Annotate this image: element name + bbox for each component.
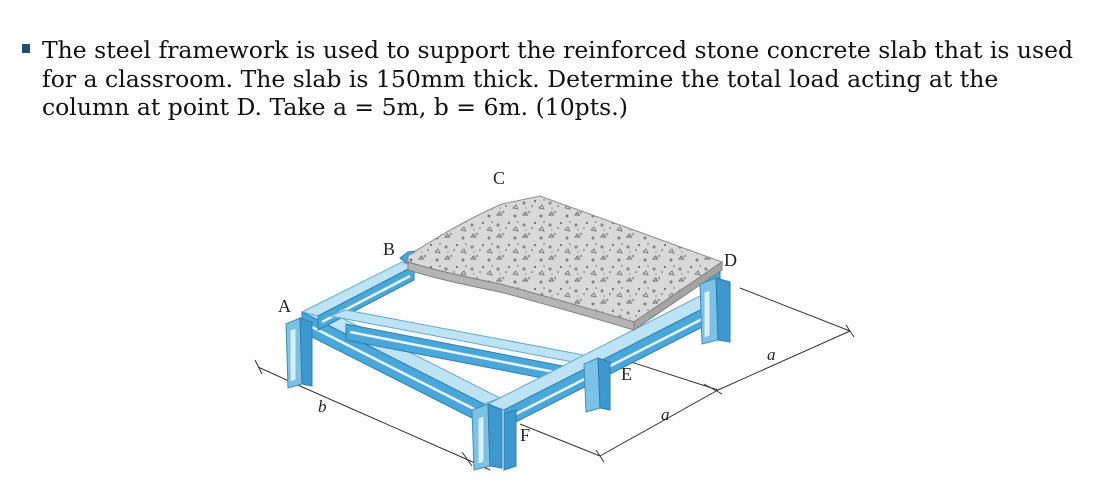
- column-a: [285, 317, 313, 389]
- dimension-label-b: b: [318, 397, 327, 416]
- label-b: B: [383, 239, 395, 259]
- concrete-slab: [407, 195, 724, 331]
- column-e: [583, 357, 611, 413]
- extension-line-f: [519, 423, 601, 457]
- bullet-marker: [22, 44, 30, 53]
- label-d: D: [724, 250, 737, 270]
- problem-statement: The steel framework is used to support t…: [22, 36, 1082, 122]
- label-f: F: [520, 425, 530, 445]
- dimension-label-a-front: a: [661, 405, 670, 424]
- dimension-line-a-front: [599, 389, 719, 457]
- label-e: E: [621, 364, 632, 384]
- problem-text: The steel framework is used to support t…: [42, 36, 1074, 121]
- label-c: C: [493, 168, 505, 188]
- column-d: [699, 277, 731, 345]
- label-a: A: [278, 296, 291, 316]
- dimension-line-b: [299, 385, 467, 460]
- dimension-label-a-right: a: [767, 345, 776, 364]
- dimension-line-a-right: [717, 330, 851, 391]
- extension-line-d: [739, 287, 851, 332]
- column-f: [471, 403, 517, 471]
